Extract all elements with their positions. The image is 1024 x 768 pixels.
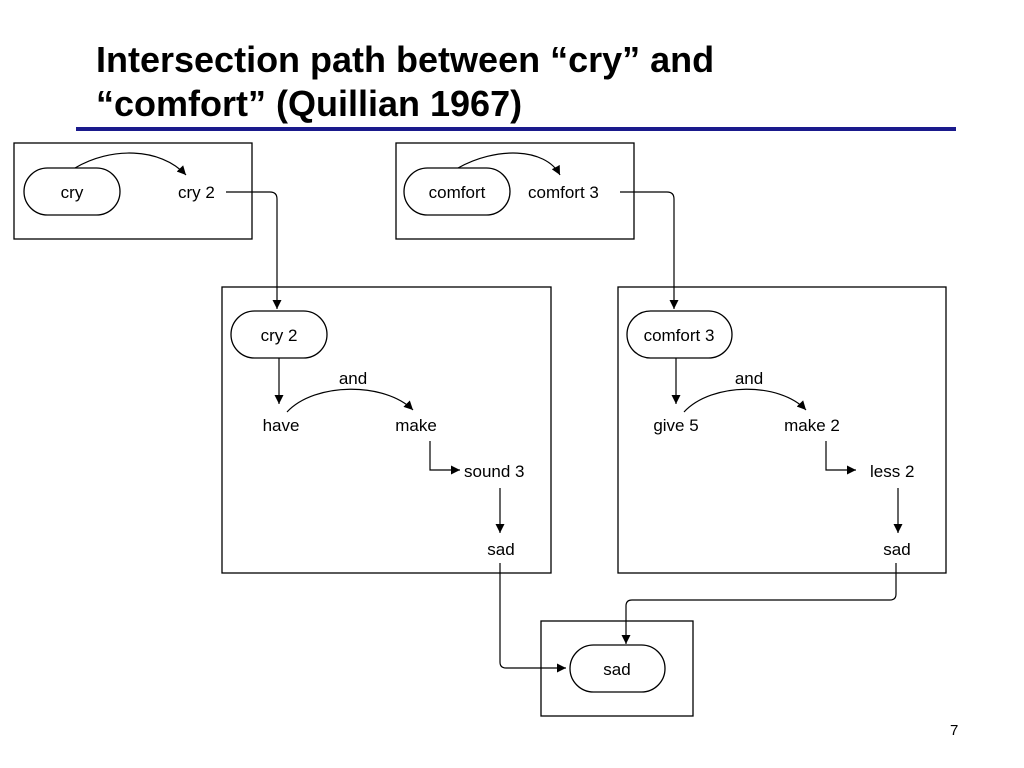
cry-2-frame-border xyxy=(221,286,552,574)
node-have: have xyxy=(263,416,300,435)
node-sound-3: sound 3 xyxy=(464,462,525,481)
slide-title: Intersection path between “cry” and “com… xyxy=(96,38,956,126)
edge-have-and-make xyxy=(286,388,414,413)
node-sad-cry: sad xyxy=(487,540,514,559)
node-comfort-3-head: comfort 3 xyxy=(644,326,715,345)
title-line-1: Intersection path between “cry” and xyxy=(96,39,715,80)
node-cry-2: cry 2 xyxy=(178,183,215,202)
edge-cry-to-cry2 xyxy=(74,152,187,176)
title-underline xyxy=(76,127,956,131)
edge-comfort-to-comfort3 xyxy=(457,152,561,176)
title-line-2: “comfort” (Quillian 1967) xyxy=(96,83,523,124)
edge-comfort3-link xyxy=(620,191,679,309)
node-cry: cry xyxy=(61,183,84,202)
sad-intersection-frame xyxy=(540,620,694,717)
edge-sad-cry-to-intersection xyxy=(499,563,566,673)
node-make: make xyxy=(395,416,437,435)
sad-intersection-box: sad xyxy=(540,620,694,717)
comfort-word-box: comfort comfort 3 xyxy=(395,142,635,240)
sad-pill xyxy=(569,644,666,693)
comfort-3-frame-border xyxy=(617,286,947,574)
label-and: and xyxy=(339,369,367,388)
comfort-3-frame: comfort 3 give 5 and make 2 less 2 sad xyxy=(617,286,947,574)
edge-cry2-link xyxy=(226,191,282,309)
node-give-5: give 5 xyxy=(653,416,698,435)
edge-make2-to-less2 xyxy=(825,441,856,475)
comfort-pill xyxy=(403,167,511,216)
edge-sad-comfort-to-intersection xyxy=(621,563,897,644)
node-sad-comfort: sad xyxy=(883,540,910,559)
page-number: 7 xyxy=(950,722,959,739)
node-comfort: comfort xyxy=(429,183,486,202)
cry-word-box: cry cry 2 xyxy=(13,142,253,240)
edge-make-to-sound3 xyxy=(429,441,460,475)
cry-word-frame xyxy=(13,142,253,240)
comfort-3-pill xyxy=(626,310,733,359)
cry-2-frame: cry 2 have and make sound 3 sad xyxy=(221,286,552,574)
node-sad-intersection: sad xyxy=(603,660,630,679)
comfort-word-frame xyxy=(395,142,635,240)
label-and-comfort: and xyxy=(735,369,763,388)
edge-give5-and-make2 xyxy=(683,388,807,413)
node-make-2: make 2 xyxy=(784,416,840,435)
cry-pill xyxy=(23,167,121,216)
node-comfort-3: comfort 3 xyxy=(528,183,599,202)
node-less-2: less 2 xyxy=(870,462,914,481)
node-cry-2-head: cry 2 xyxy=(261,326,298,345)
